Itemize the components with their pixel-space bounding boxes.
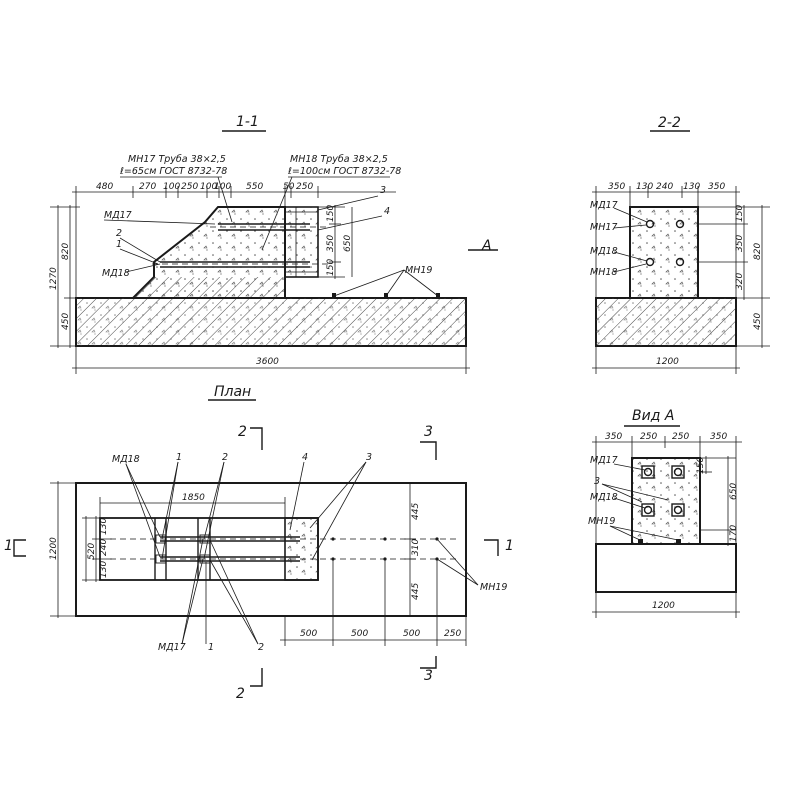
view-a: Вид А 350 250 250 350 МД17 3 МД18: [588, 408, 742, 618]
label-md17: МД17: [158, 642, 186, 653]
dim-250-left: 250: [640, 432, 657, 442]
note-mn17-line1: МН17 Труба 38×2,5: [128, 154, 226, 165]
note-mn18-line1: МН18 Труба 38×2,5: [290, 154, 388, 165]
upper-block: [130, 206, 286, 299]
dim-820: 820: [753, 243, 763, 260]
dim-150: 150: [696, 457, 706, 474]
dim-3600: 3600: [256, 357, 279, 367]
plan-outline: [75, 482, 467, 617]
section-2-2-title: 2-2: [658, 115, 681, 131]
label-mn19: МН19: [405, 265, 432, 276]
dim-1200: 1200: [49, 537, 59, 560]
label-2: 2: [116, 228, 122, 239]
dim-1270: 1270: [49, 267, 59, 290]
label-mn18: МН18: [590, 267, 617, 278]
view-a-title: Вид А: [632, 408, 674, 424]
label-3: 3: [594, 476, 600, 487]
dim-50: 50: [283, 182, 295, 192]
dim-310: 310: [411, 539, 421, 556]
dim-150: 150: [735, 205, 745, 222]
dim-1200: 1200: [656, 357, 679, 367]
label-md18: МД18: [590, 246, 618, 257]
dim-1200: 1200: [652, 601, 675, 611]
dim-350-left: 350: [605, 432, 622, 442]
dim-130-bottom: 130: [99, 561, 109, 578]
view-a-upper-block: [631, 457, 701, 545]
pipe-box: [284, 206, 319, 278]
note-mn18-line2: ℓ=100см ГОСТ 8732-78: [288, 166, 401, 177]
dim-130-top: 130: [99, 518, 109, 535]
dim-250b: 250: [296, 182, 313, 192]
view-a-base: [595, 543, 737, 593]
dim-320: 320: [735, 273, 745, 290]
dim-100b: 100: [200, 182, 217, 192]
dim-350-left: 350: [608, 182, 625, 192]
section-1-1-title: 1-1: [236, 114, 259, 130]
dim-445-top: 445: [411, 503, 421, 520]
label-md18: МД18: [112, 454, 140, 465]
section-mark-1-right: 1: [505, 538, 514, 554]
dim-1850: 1850: [182, 493, 205, 503]
dim-520: 520: [87, 543, 97, 560]
dim-450: 450: [753, 313, 763, 330]
dim-820: 820: [61, 243, 71, 260]
section-1-1: 1-1 МН17 Труба 38×2,5 ℓ=65см ГОСТ 8732-7…: [49, 114, 498, 374]
dim-270: 270: [139, 182, 156, 192]
label-md18: МД18: [590, 492, 618, 503]
dim-100c: 100: [214, 182, 231, 192]
plan-view: План МН19 1850: [4, 384, 514, 702]
label-3: 3: [380, 185, 386, 196]
dim-240: 240: [656, 182, 673, 192]
dim-350-right: 350: [710, 432, 727, 442]
dim-350-right: 350: [708, 182, 725, 192]
label-1-bottom: 1: [208, 642, 214, 653]
dim-445-bottom: 445: [411, 583, 421, 600]
dim-250-right: 250: [672, 432, 689, 442]
label-md18: МД18: [102, 268, 130, 279]
label-mn17: МН17: [590, 222, 617, 233]
dim-240: 240: [99, 539, 109, 556]
label-mn19: МН19: [480, 582, 507, 593]
label-mn19: МН19: [588, 516, 615, 527]
dim-170: 170: [729, 525, 739, 542]
label-4: 4: [302, 452, 308, 463]
label-1: 1: [116, 239, 122, 250]
label-2-top: 2: [222, 452, 228, 463]
dim-130-left: 130: [636, 182, 653, 192]
dim-450: 450: [61, 313, 71, 330]
plan-title: План: [214, 384, 251, 400]
label-md17: МД17: [590, 455, 618, 466]
dim-150-bottom: 150: [326, 259, 336, 276]
dim-500-b: 500: [351, 629, 368, 639]
dim-350: 350: [326, 235, 336, 252]
dim-250: 250: [444, 629, 461, 639]
note-mn17-line2: ℓ=65см ГОСТ 8732-78: [120, 166, 227, 177]
label-md17: МД17: [104, 210, 132, 221]
label-2-bottom: 2: [258, 642, 264, 653]
dim-500-a: 500: [300, 629, 317, 639]
dim-130-right: 130: [683, 182, 700, 192]
dim-150-top: 150: [326, 205, 336, 222]
dim-480: 480: [96, 182, 113, 192]
section-2-2: 2-2 350 130 240 130 350 МД17 МН17 МД18 М…: [590, 115, 770, 374]
label-1-top: 1: [176, 452, 182, 463]
label-4: 4: [384, 206, 390, 217]
section-mark-2-bottom: 2: [236, 686, 245, 702]
dim-650: 650: [729, 483, 739, 500]
dim-500-c: 500: [403, 629, 420, 639]
label-md17: МД17: [590, 200, 618, 211]
dim-250: 250: [181, 182, 198, 192]
section-mark-3-bottom: 3: [424, 668, 433, 684]
dim-100a: 100: [163, 182, 180, 192]
dim-350: 350: [735, 235, 745, 252]
section-mark-2-top: 2: [238, 424, 247, 440]
label-3: 3: [366, 452, 372, 463]
section-mark-3-top: 3: [424, 424, 433, 440]
view-mark-a: А: [481, 238, 492, 254]
dim-550: 550: [246, 182, 263, 192]
section-mark-1-left: 1: [4, 538, 13, 554]
dim-650: 650: [343, 235, 353, 252]
